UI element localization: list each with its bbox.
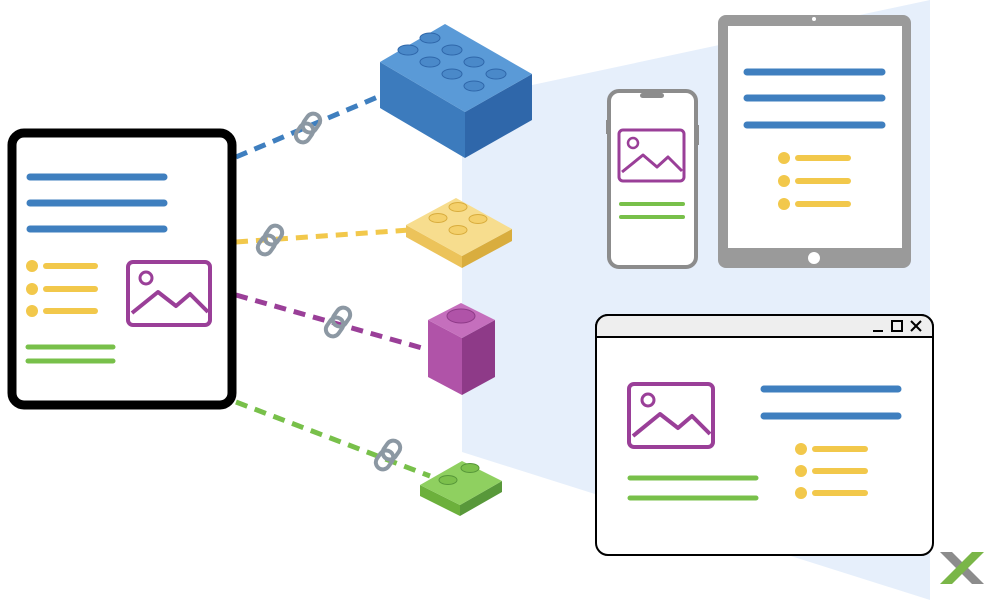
source-document xyxy=(7,128,237,410)
close-icon xyxy=(910,320,922,332)
link-line-purple xyxy=(235,292,423,351)
bullet-list xyxy=(26,260,98,317)
image-icon xyxy=(126,260,212,327)
smartphone-icon xyxy=(606,89,699,269)
maximize-icon xyxy=(891,320,903,332)
link-line-blue xyxy=(235,93,381,160)
tablet-icon xyxy=(718,15,911,268)
chain-link-icon xyxy=(371,435,405,475)
link-line-green xyxy=(235,399,431,479)
yellow-plate-block xyxy=(406,198,512,268)
window-image-icon xyxy=(627,382,715,449)
chain-link-icon xyxy=(253,220,287,260)
browser-window-icon xyxy=(595,314,934,556)
text-lines xyxy=(26,173,168,233)
blue-brick-block xyxy=(380,24,532,158)
chain-link-icon xyxy=(291,108,325,148)
green-plate-block xyxy=(420,461,502,516)
purple-brick-block xyxy=(428,303,495,395)
footer-lines xyxy=(25,344,116,364)
x-logo-icon xyxy=(940,552,984,584)
phone-image-icon xyxy=(617,128,686,183)
